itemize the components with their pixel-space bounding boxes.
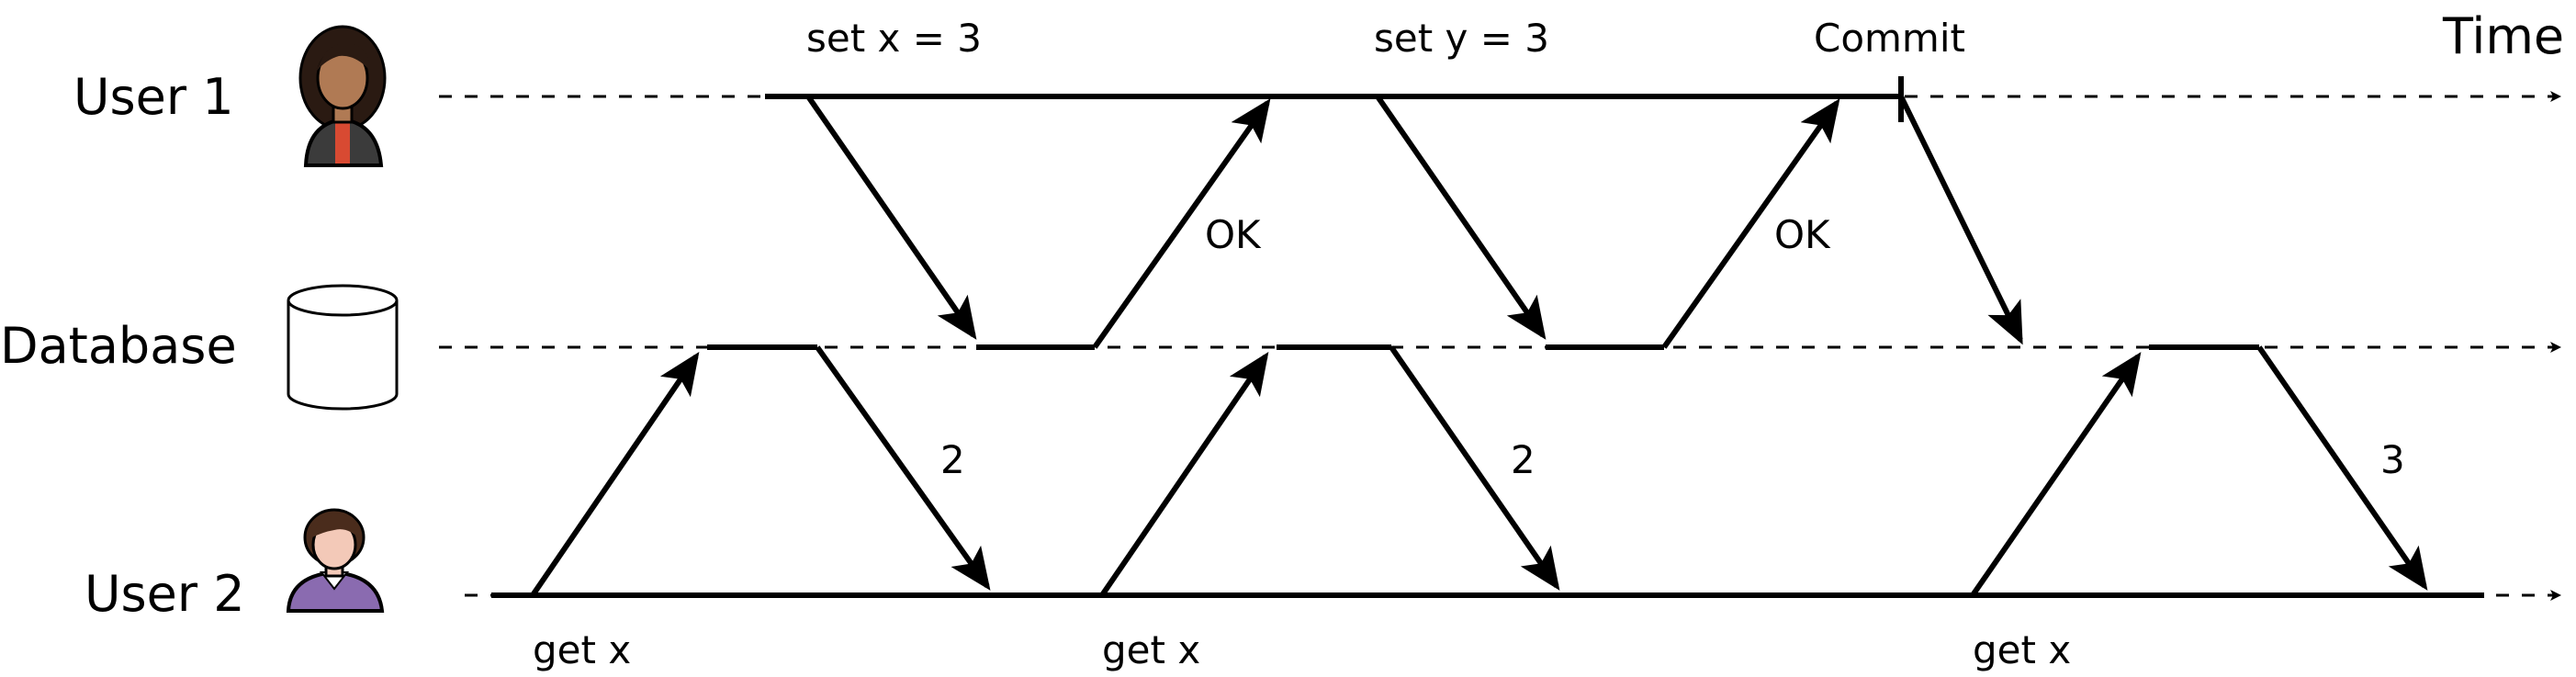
arrow-get-x-request-3 (1970, 352, 2142, 597)
woman-purple-avatar-icon (286, 508, 385, 613)
arrow-get-x-response-1 (815, 345, 991, 591)
arrow-set-x-ok (1092, 98, 1271, 349)
arrow-set-y-request (1375, 95, 1547, 340)
message-label-get-x-2: get x (1102, 627, 1200, 672)
message-label-value-3: 3 (2380, 437, 2405, 482)
message-label-get-x-3: get x (1973, 627, 2071, 672)
woman-avatar-icon (298, 25, 387, 167)
actor-label-database: Database (0, 317, 237, 375)
arrow-set-x-request (805, 95, 977, 340)
arrow-get-x-request-1 (530, 352, 700, 597)
message-label-ok-1: OK (1205, 212, 1262, 257)
time-axis-label: Time (2442, 7, 2564, 65)
arrow-get-x-request-2 (1099, 352, 1269, 597)
message-label-value-1: 2 (940, 437, 965, 482)
database-cylinder-icon (287, 284, 399, 411)
arrow-commit-request (1898, 95, 2023, 345)
arrow-get-x-response-2 (1389, 345, 1560, 591)
arrow-get-x-response-3 (2256, 345, 2428, 591)
actor-label-user2: User 2 (84, 565, 245, 623)
actor-label-user1: User 1 (73, 68, 234, 126)
message-label-set-x: set x = 3 (806, 16, 982, 61)
arrow-set-y-ok (1661, 98, 1840, 349)
message-label-get-x-1: get x (533, 627, 631, 672)
message-label-commit: Commit (1814, 16, 1965, 61)
message-label-ok-2: OK (1774, 212, 1831, 257)
message-label-value-2: 2 (1511, 437, 1535, 482)
message-label-set-y: set y = 3 (1374, 16, 1549, 61)
